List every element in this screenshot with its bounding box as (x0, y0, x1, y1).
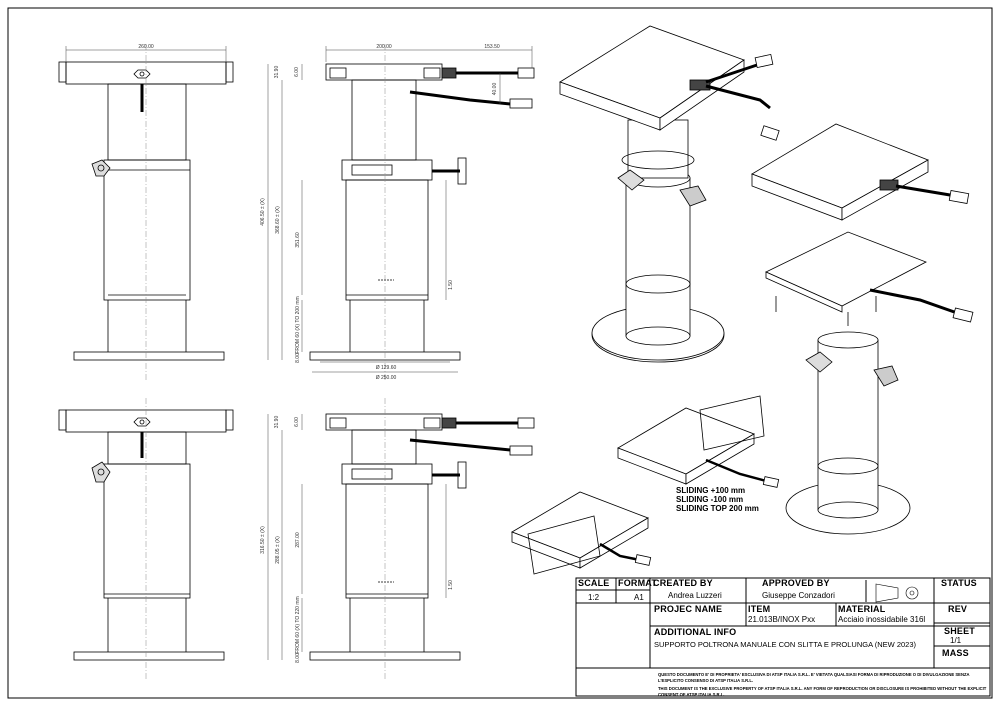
status-label: STATUS (941, 578, 977, 588)
format-label: FORMAT (618, 578, 658, 588)
mass-label: MASS (942, 648, 969, 658)
dim-total-height-2: 316.50 ± (X) (260, 526, 266, 554)
dim-body-height-1: 368.60 ± (X) (275, 206, 281, 234)
dim-gap-1: 1.50 (448, 280, 454, 290)
dim-total-height-1: 406.50 ± (X) (260, 198, 266, 226)
legal-notice-it: QUESTO DOCUMENTO E' DI PROPRIETA' ESCLUS… (658, 672, 970, 683)
title-block-grid (575, 577, 991, 697)
dim-from-to-2: FROM 60 (X) TO 220 mm (295, 596, 301, 653)
approved-by-label: APPROVED BY (762, 578, 830, 588)
front-view-lower (58, 398, 234, 680)
approved-by-value: Giuseppe Conzadori (762, 591, 835, 600)
side-view-lower (309, 398, 535, 680)
iso-slide-plate (751, 123, 970, 221)
dim-column-height-2: 287.00 (295, 532, 301, 548)
front-dimension-top (65, 46, 227, 62)
iso-sliding-top-1 (617, 395, 780, 488)
material-label: MATERIAL (838, 604, 886, 614)
scale-label: SCALE (578, 578, 610, 588)
item-label: ITEM (748, 604, 771, 614)
item-value: 21.013B/INOX Pxx (748, 615, 816, 624)
dim-height-c: 31.90 (274, 416, 280, 429)
sliding-note-line: SLIDING TOP 200 mm (676, 504, 759, 513)
dim-base-inner: Ø 129.60 (376, 365, 397, 371)
dim-base-thickness-2: 8.00 (295, 653, 301, 663)
dim-from-to-1: FROM 60 (X) TO 200 mm (295, 296, 301, 353)
side-dimensions (267, 46, 533, 373)
dim-height-b: 6.00 (294, 67, 300, 77)
format-value: A1 (634, 593, 644, 602)
legal-notice-en: THIS DOCUMENT IS THE EXCLUSIVE PROPERTY … (658, 686, 987, 697)
dim-column-height-1: 351.60 (295, 232, 301, 248)
dim-base-outer: Ø 250.00 (376, 375, 397, 381)
material-value: Acciaio inossidabile 316l (838, 615, 926, 624)
dim-side-top-width: 200.00 (376, 44, 392, 50)
iso-sliding-top-2 (511, 491, 652, 575)
dim-body-height-2: 288.05 ± (X) (275, 536, 281, 564)
side-dimensions-lower (267, 414, 447, 660)
front-view-upper (58, 44, 234, 380)
dim-height-a: 31.90 (274, 66, 280, 79)
iso-pedestal-large (559, 25, 780, 363)
scale-value: 1:2 (588, 593, 600, 602)
iso-pedestal-exploded (765, 231, 974, 535)
dim-gap-2: 1.50 (448, 580, 454, 590)
created-by-value: Andrea Luzzeri (668, 591, 722, 600)
sliding-note-line: SLIDING +100 mm (676, 486, 746, 495)
side-view-upper (309, 44, 535, 380)
dim-base-thickness-1: 8.00 (295, 353, 301, 363)
additional-info-value: SUPPORTO POLTRONA MANUALE CON SLITTA E P… (654, 640, 917, 649)
project-name-label: PROJEC NAME (654, 604, 723, 614)
dim-handle-height: 40.00 (492, 83, 498, 96)
sliding-note-line: SLIDING -100 mm (676, 495, 744, 504)
rev-label: REV (948, 604, 968, 614)
sheet-value: 1/1 (950, 636, 962, 645)
dim-front-top-width: 260.00 (138, 44, 154, 50)
sheet-label: SHEET (944, 626, 976, 636)
dim-handle-offset: 153.50 (484, 44, 500, 50)
additional-info-label: ADDITIONAL INFO (654, 627, 737, 637)
dim-height-d: 6.00 (294, 417, 300, 427)
created-by-label: CREATED BY (653, 578, 713, 588)
cone-symbol-icon (875, 583, 919, 603)
sliding-note: SLIDING +100 mm SLIDING -100 mm SLIDING … (676, 486, 759, 513)
